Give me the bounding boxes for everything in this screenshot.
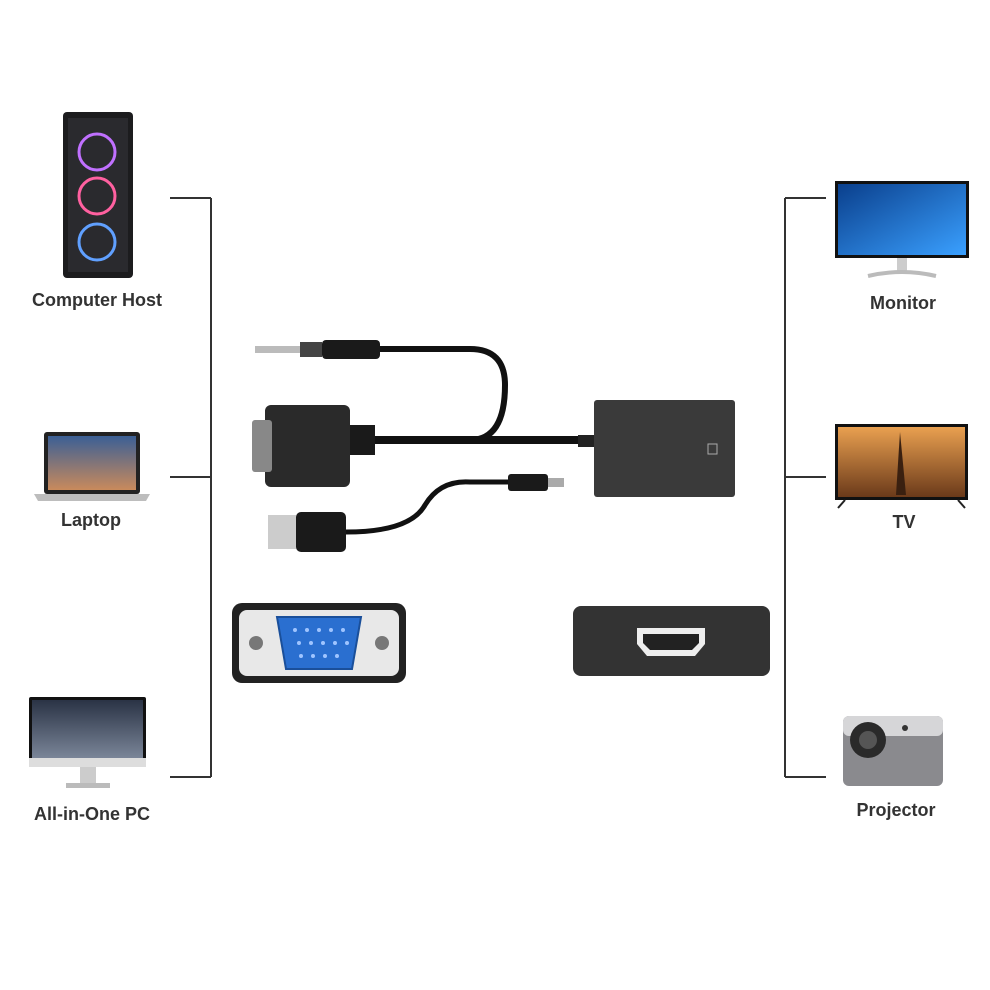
display-label-monitor: Monitor <box>870 293 936 313</box>
micro-usb-plug-icon <box>508 474 564 491</box>
source-label-computer-host: Computer Host <box>32 290 162 310</box>
vga-port-icon <box>232 603 406 683</box>
tv-icon <box>835 424 968 509</box>
source-label-all-in-one-pc: All-in-One PC <box>34 804 150 824</box>
monitor-icon <box>835 181 969 278</box>
display-label-projector: Projector <box>856 800 936 820</box>
hdmi-port-icon <box>573 606 770 676</box>
all-in-one-pc-icon <box>29 697 146 788</box>
vga-plug-icon <box>252 405 375 487</box>
projector-icon <box>843 716 943 786</box>
vga-hdmi-adapter-cable <box>252 340 735 552</box>
audio-jack-icon <box>255 340 380 359</box>
display-label-tv: TV <box>892 512 916 532</box>
adapter-box-icon <box>594 400 735 497</box>
usb-plug-icon <box>268 512 346 552</box>
left-bracket <box>170 197 212 778</box>
source-label-laptop: Laptop <box>61 510 121 530</box>
right-bracket <box>784 197 826 778</box>
tower-pc-icon <box>63 112 133 278</box>
laptop-icon <box>34 432 150 501</box>
